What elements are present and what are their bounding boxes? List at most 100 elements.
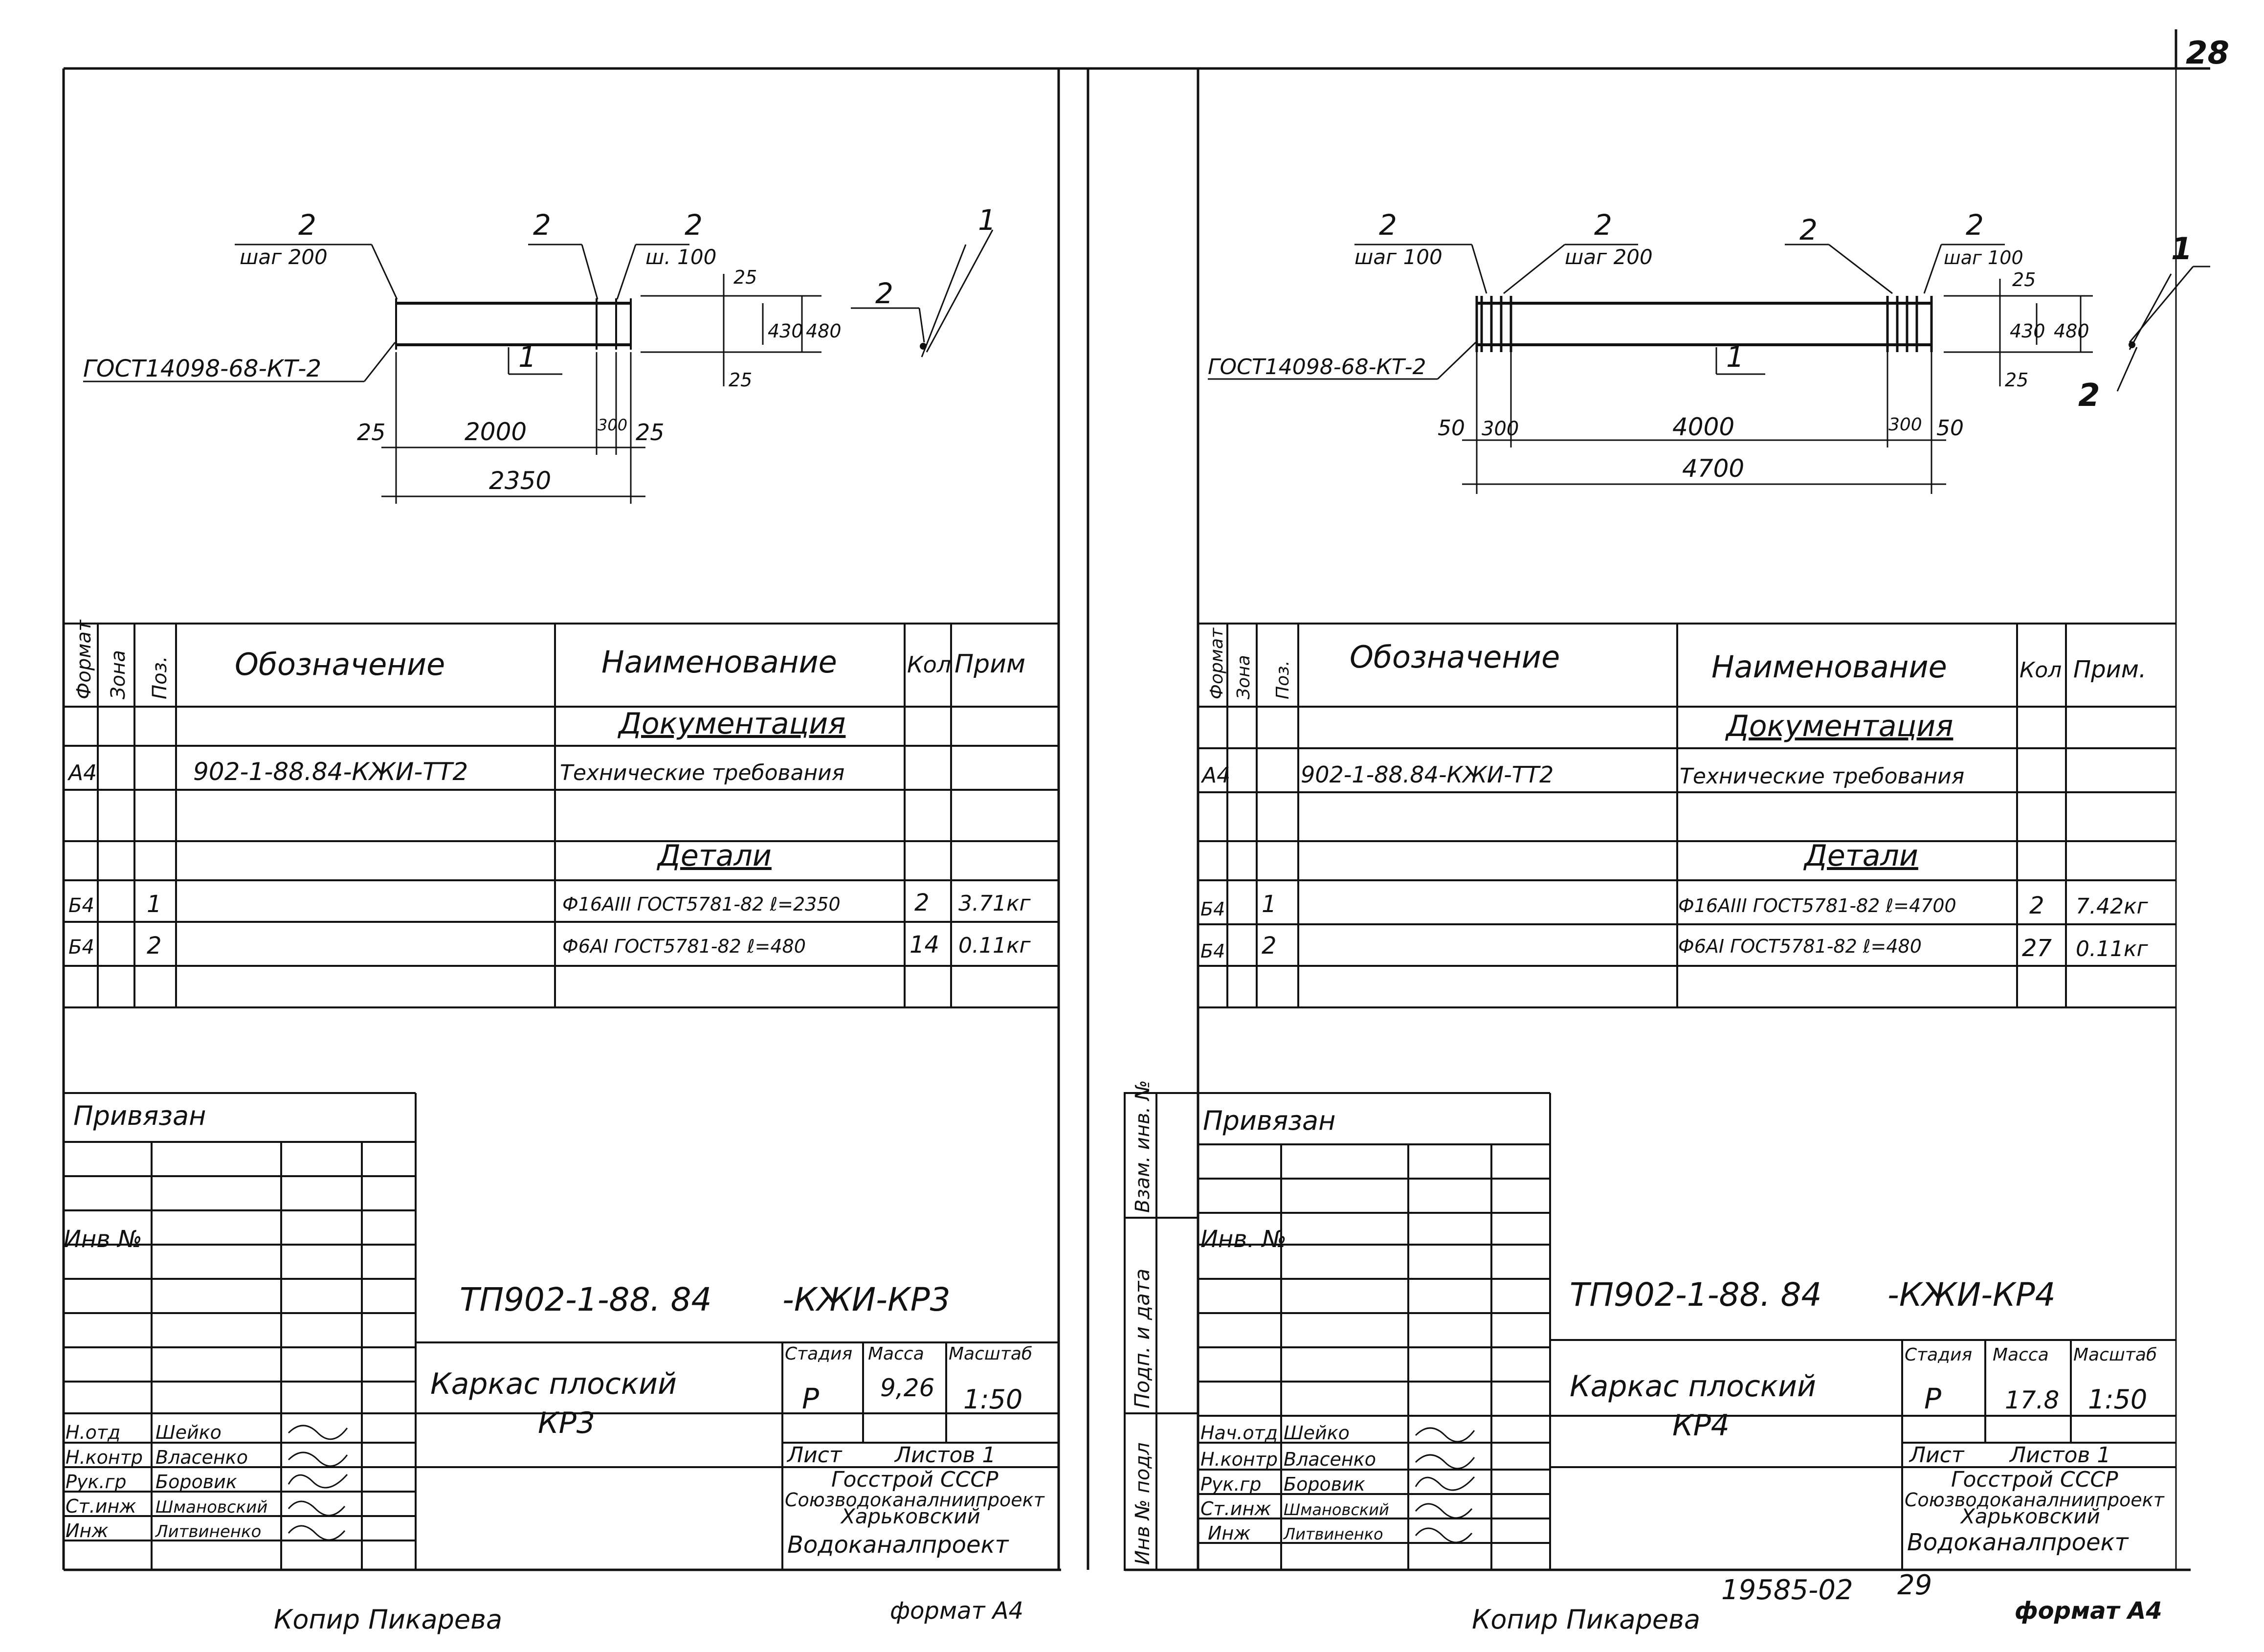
inv-label: Инв. №	[1200, 1226, 1287, 1253]
dim-height: 480	[2054, 320, 2089, 342]
doc-designation: 902-1-88.84-КЖИ-ТТ2	[1301, 761, 1554, 788]
org-line2: Союзводоканалниипроект	[1905, 1489, 2165, 1511]
right-frame-drawing: 2 шаг 100 2 шаг 200 2 2 шаг 100 ГОСТ1409…	[1208, 208, 2210, 494]
section-docs: Документация	[1725, 709, 1953, 743]
sheets-label: Листов 1	[894, 1443, 996, 1468]
format-label-left: формат А4	[890, 1597, 1023, 1625]
left-frame-drawing: 2 шаг 200 2 2 ш. 100 ГОСТ14098-68-КТ-2 1…	[83, 203, 996, 504]
callout-pos: 2	[298, 208, 316, 242]
bar-label: 1	[518, 340, 536, 374]
header-format: Формат	[73, 619, 95, 699]
header-note: Прим.	[2073, 656, 2146, 683]
signer-name: Шейко	[1284, 1422, 1350, 1444]
signatures	[288, 1425, 348, 1541]
signer-role: Инж	[1208, 1522, 1251, 1544]
sheet-label: Лист	[1909, 1443, 1965, 1468]
dim-bottom-offset: 25	[2005, 369, 2028, 391]
signer-name: Боровик	[155, 1471, 237, 1493]
sheets-label: Листов 1	[2009, 1443, 2110, 1468]
signer-name: Боровик	[1284, 1473, 1365, 1495]
stage-label: Стадия	[1905, 1345, 1972, 1365]
signer-name: Шейко	[155, 1422, 222, 1443]
signer-role: Рук.гр	[66, 1471, 127, 1493]
scale-label: Масштаб	[2073, 1345, 2157, 1365]
signer-name: Литвиненко	[155, 1522, 261, 1541]
mass-label: Масса	[1993, 1345, 2049, 1365]
side-label-podp: Подп. и дата	[1130, 1269, 1154, 1408]
format-label-right: формат А4	[2015, 1597, 2162, 1625]
section-bottom-pos: 2	[2078, 378, 2100, 414]
title-line1: Каркас плоский	[1570, 1369, 1816, 1404]
gost-label: ГОСТ14098-68-КТ-2	[83, 355, 321, 382]
dim-left-zone: 300	[1482, 418, 1519, 440]
title-line1: Каркас плоский	[430, 1367, 677, 1401]
left-spec-table: Формат Зона Поз. Обозначение Наименовани…	[64, 619, 1059, 1008]
side-label-inv: Инв № подл	[1132, 1442, 1154, 1565]
section-docs: Документация	[617, 707, 845, 741]
scale-label: Масштаб	[949, 1344, 1032, 1364]
gost-label: ГОСТ14098-68-КТ-2	[1208, 355, 1426, 380]
org-line3: Харьковский	[1960, 1504, 2100, 1528]
doc-code: ТП902-1-88. 84	[1570, 1276, 1821, 1314]
callout-pos: 2	[685, 208, 703, 242]
row-name: Ф16АIII ГОСТ5781-82 ℓ=2350	[562, 893, 841, 915]
signatures	[1415, 1427, 1475, 1543]
inv-label: Инв №	[64, 1226, 142, 1253]
signer-role: Ст.инж	[1200, 1498, 1271, 1519]
doc-code-suffix: -КЖИ-КР3	[782, 1281, 951, 1318]
stage-value: Р	[802, 1382, 819, 1415]
left-title-block: Привязан Инв № ТП902-1-88. 84 -КЖИ-КР3 К…	[64, 1092, 1059, 1570]
right-spec-table: Формат Зона Поз. Обозначение Наименовани…	[1198, 623, 2176, 1008]
doc-format: А4	[1200, 763, 1230, 788]
dim-inner: 430	[2010, 320, 2045, 342]
scale-value: 1:50	[963, 1384, 1022, 1415]
dim-left-end: 25	[357, 419, 386, 446]
signer-name: Литвиненко	[1283, 1525, 1383, 1543]
dim-inner: 430	[768, 320, 803, 342]
row-note: 3.71кг	[958, 891, 1031, 916]
org-line1: Госстрой СССР	[831, 1467, 999, 1492]
mass-label: Масса	[868, 1344, 924, 1364]
dim-bottom-offset: 25	[729, 369, 752, 391]
row-pos: 1	[1262, 891, 1277, 918]
org-line1: Госстрой СССР	[1951, 1467, 2118, 1492]
section-top-pos: 1	[2171, 231, 2192, 267]
sheet-frame	[62, 29, 2210, 1571]
row-name: Ф16АIII ГОСТ5781-82 ℓ=4700	[1678, 895, 1956, 916]
callout-pos: 2	[533, 208, 551, 242]
dim-main: 2000	[465, 418, 527, 446]
row-qty: 2	[2029, 892, 2044, 919]
footer: Копир Пикарева формат А4 Копир Пикарева …	[274, 1569, 2162, 1635]
row-qty: 27	[2022, 935, 2052, 962]
header-name: Наименование	[1711, 649, 1947, 685]
signer-role: Н.контр	[66, 1447, 143, 1468]
row-name: Ф6АI ГОСТ5781-82 ℓ=480	[1678, 936, 1922, 957]
doc-designation: 902-1-88.84-КЖИ-ТТ2	[193, 758, 468, 786]
signer-role: Н.контр	[1200, 1449, 1278, 1470]
callout-pos: 2	[1966, 208, 1984, 242]
scale-value: 1:50	[2088, 1384, 2147, 1415]
org-line2: Союзводоканалниипроект	[785, 1489, 1045, 1511]
callout-note: шаг 200	[240, 245, 328, 269]
title-line2: КР4	[1672, 1408, 1730, 1443]
doc-format: А4	[67, 760, 97, 785]
row-name: Ф6АI ГОСТ5781-82 ℓ=480	[562, 936, 806, 957]
signer-name: Власенко	[1284, 1449, 1376, 1470]
row-note: 7.42кг	[2076, 894, 2149, 919]
signer-role: Ст.инж	[66, 1496, 136, 1517]
header-zone: Зона	[1234, 655, 1254, 699]
right-title-block: Взам. инв. № Подп. и дата Инв № подл При…	[1124, 1080, 2176, 1571]
header-pos: Поз.	[149, 656, 171, 699]
org-line4: Водоканалпроект	[787, 1531, 1009, 1559]
dim-main: 4000	[1672, 413, 1734, 441]
signer-name: Шмановский	[1284, 1500, 1389, 1519]
dim-right-zone: 300	[1888, 415, 1922, 435]
dim-small: 300	[598, 416, 627, 434]
row-note: 0.11кг	[2076, 937, 2149, 961]
row-pos: 2	[1262, 932, 1277, 960]
signer-name: Шмановский	[155, 1497, 267, 1517]
row-qty: 14	[910, 931, 939, 959]
stage-label: Стадия	[785, 1344, 852, 1364]
row-format: Б4	[68, 894, 94, 917]
